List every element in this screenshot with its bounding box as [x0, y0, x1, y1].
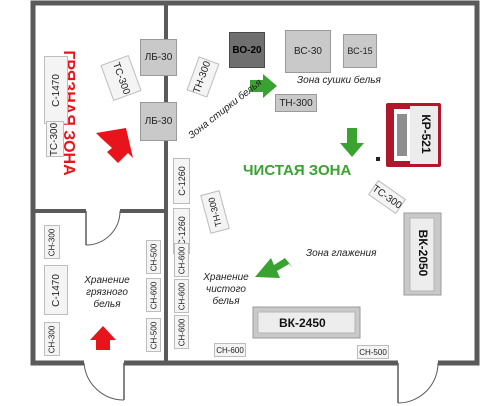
ironing-machine-vk2450	[252, 306, 361, 339]
clean-storage-label: Хранение чистого белья	[203, 272, 249, 307]
shelf-ch600-bottom: СН-600	[214, 343, 246, 357]
dirty-flow-arrow-up	[90, 326, 116, 350]
door-storage-inner[interactable]	[85, 209, 121, 246]
ironer-kp521-label: КР-521	[419, 114, 433, 154]
small-marker	[376, 157, 380, 161]
ironing-machine-vk2050	[403, 212, 442, 296]
dirty-storage-label: Хранение грязного белья	[84, 275, 130, 310]
trolley-tn300-top: ТН-300	[275, 94, 317, 112]
drying-zone-label: Зона сушки белья	[297, 75, 381, 86]
washer-lb30-bottom: ЛБ-30	[140, 102, 177, 141]
shelf-ch300-store-top: СН-300	[44, 225, 60, 259]
shelf-ch300-store-bottom: СН-300	[44, 322, 60, 356]
washer-vo20: ВО-20	[229, 32, 265, 68]
door-clean-exterior[interactable]	[397, 360, 439, 404]
ironing-machine-vk2050-label: ВК-2050	[416, 229, 430, 277]
clean-zone-title: ЧИСТАЯ ЗОНА	[243, 162, 352, 179]
dryer-vs15: ВС-15	[343, 34, 377, 68]
shelf-ch600-store: СН-600	[146, 278, 161, 312]
ironing-zone-label: Зона глажения	[306, 248, 377, 259]
clean-flow-arrow-down-left	[255, 258, 293, 278]
clean-flow-arrow-down	[340, 128, 364, 157]
shelf-ch600-a: СН-600	[174, 243, 189, 277]
dirty-flow-arrow-diagonal	[96, 128, 133, 163]
ironing-machine-vk2450-label: ВК-2450	[279, 316, 326, 330]
dryer-vs30: ВС-30	[285, 30, 331, 73]
outer-wall	[30, 0, 480, 366]
table-tc300-left: ТС-300	[46, 121, 64, 157]
table-c1470-store: С-1470	[44, 265, 68, 315]
shelf-ch500-bottom: СН-500	[357, 345, 389, 359]
shelf-ch600-c: СН-600	[174, 315, 189, 349]
shelf-ch500-store-a: СН-500	[146, 240, 161, 274]
clean-flow-arrow-right	[250, 74, 277, 98]
table-c1470-dirty: С-1470	[44, 56, 68, 124]
ironer-kp521	[386, 103, 441, 167]
door-storage-exterior[interactable]	[83, 360, 125, 401]
shelf-ch500-store-b: СН-500	[146, 318, 161, 352]
rack-c1260-a: С-1260	[173, 158, 190, 204]
shelf-ch600-b: СН-600	[174, 279, 189, 313]
washer-lb30-top: ЛБ-30	[140, 39, 177, 76]
